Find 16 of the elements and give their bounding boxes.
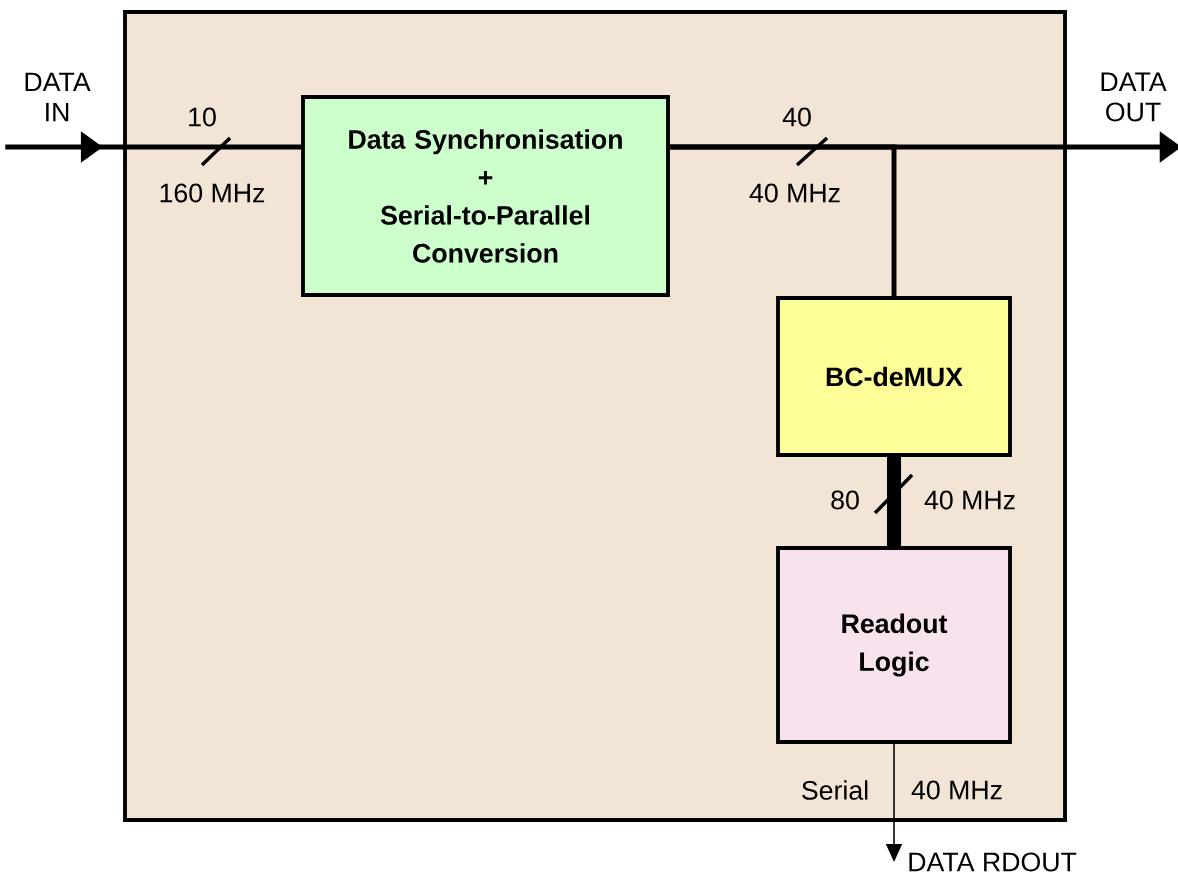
frequency-label: 40 MHz (907, 777, 1007, 803)
edge-label: 10 (183, 104, 221, 130)
process-box: Data Synchronisation + Serial-to-Parallel Conversion (301, 95, 670, 297)
edge-label: 80 (826, 487, 864, 513)
signal-label: DATA IN (25, 72, 91, 122)
process-box: BC-deMUX (776, 296, 1012, 457)
frequency-label: Serial (797, 776, 873, 804)
connector-line (669, 144, 897, 297)
signal-label: DATA OUT (1101, 72, 1167, 122)
frequency-label: 160 MHz (155, 180, 269, 206)
frequency-label: 40 MHz (745, 180, 845, 206)
signal-label: DATA RDOUT (909, 852, 1077, 872)
frequency-label: 40 MHz (920, 487, 1020, 513)
edge-label: 40 (778, 104, 816, 130)
process-box: Readout Logic (776, 546, 1012, 744)
connector-line (887, 456, 902, 547)
